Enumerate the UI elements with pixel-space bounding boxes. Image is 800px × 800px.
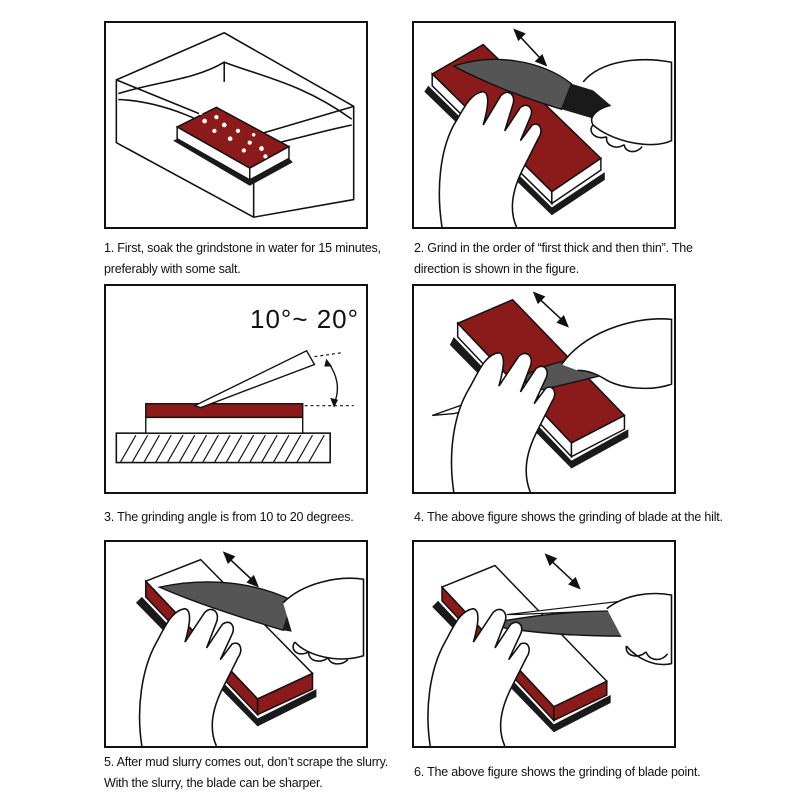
angle-range-label: 10°~ 20° xyxy=(250,304,360,334)
step-6-caption-line-1: 6. The above figure shows the grinding o… xyxy=(414,765,701,779)
step-5-caption-line-2: With the slurry, the blade can be sharpe… xyxy=(104,776,323,790)
step-3-illustration: 10°~ 20° xyxy=(104,284,368,494)
grindstone-in-water xyxy=(173,106,293,186)
step-2-caption-line-1: 2. Grind in the order of “first thick an… xyxy=(414,241,693,255)
step-6-illustration xyxy=(412,540,676,748)
step-2-caption-line-2: direction is shown in the figure. xyxy=(414,262,580,276)
mud-slurry-drawing xyxy=(135,551,365,746)
grinding-direction-drawing xyxy=(424,28,673,227)
step-5-illustration xyxy=(104,540,368,748)
soaking-tank-drawing xyxy=(115,31,355,219)
step-1-caption: 1. First, soak the grindstone in water f… xyxy=(104,238,381,280)
step-3-caption-line-1: 3. The grinding angle is from 10 to 20 d… xyxy=(104,510,354,524)
step-2-illustration xyxy=(412,21,676,229)
blade-point-drawing xyxy=(427,553,673,746)
grinding-angle-drawing xyxy=(115,349,354,464)
step-3-caption: 3. The grinding angle is from 10 to 20 d… xyxy=(104,507,354,528)
step-5-caption-line-1: 5. After mud slurry comes out, don’t scr… xyxy=(104,755,389,769)
step-6-caption: 6. The above figure shows the grinding o… xyxy=(414,762,701,783)
step-1-caption-line-1: 1. First, soak the grindstone in water f… xyxy=(104,241,381,255)
step-2-caption: 2. Grind in the order of “first thick an… xyxy=(414,238,693,280)
step-4-illustration xyxy=(412,284,676,494)
step-4-caption-line-1: 4. The above figure shows the grinding o… xyxy=(414,510,723,524)
step-4-caption: 4. The above figure shows the grinding o… xyxy=(414,507,723,528)
hilt-grinding-drawing xyxy=(431,291,673,492)
step-5-caption: 5. After mud slurry comes out, don’t scr… xyxy=(104,752,388,794)
step-1-caption-line-2: preferably with some salt. xyxy=(104,262,241,276)
step-1-illustration xyxy=(104,21,368,229)
